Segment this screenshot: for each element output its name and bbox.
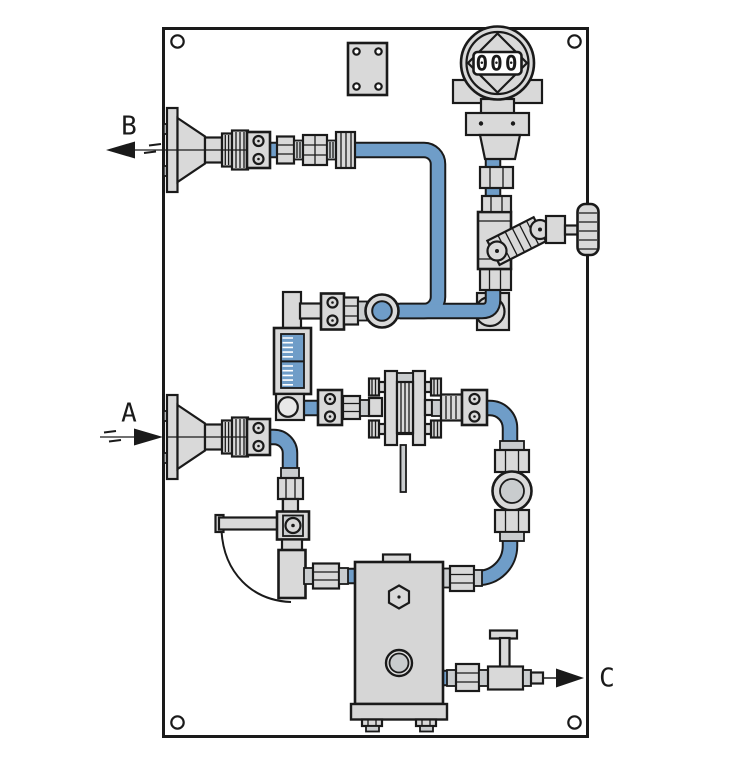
tube-tee-to-transmitter <box>366 160 500 318</box>
hex-adapter <box>478 133 522 161</box>
tee-body <box>277 548 307 600</box>
transmitter-display <box>472 50 523 76</box>
ball-valve <box>214 467 311 603</box>
tube-block-to-filter <box>437 401 517 585</box>
knurled-handle <box>576 202 600 257</box>
plate-hole <box>352 82 361 91</box>
manifold-screw <box>478 121 484 126</box>
hex-fitting <box>448 564 476 593</box>
block-foot <box>414 718 438 728</box>
hex-fitting <box>311 562 341 590</box>
hex-fitting <box>454 662 481 693</box>
hex-fitting <box>493 508 531 534</box>
block-base <box>349 702 449 721</box>
rotameter <box>272 326 313 422</box>
filter-bolt-nut <box>429 419 443 439</box>
transmitter-display-value: 000 <box>476 52 520 76</box>
pressure-transmitter: 000 <box>451 25 544 161</box>
panel-hole-br <box>567 715 582 730</box>
hex-fitting <box>342 296 360 326</box>
filter-bolt-nut <box>367 419 381 439</box>
block-body <box>353 560 445 706</box>
manifold <box>464 111 531 137</box>
flow-c: C <box>556 664 615 694</box>
filter-drain-stem <box>399 444 407 493</box>
rotameter-top-run <box>281 290 400 331</box>
label-port-c: C <box>599 664 615 694</box>
filter-flange <box>411 369 427 447</box>
needle-valve-upper <box>476 165 600 292</box>
hex-fitting <box>478 165 515 190</box>
flow-arrow-b <box>106 141 135 159</box>
sample-block <box>349 553 449 733</box>
plate-hole <box>374 82 383 91</box>
flow-arrow-c <box>556 668 584 688</box>
flow-a: A <box>100 399 246 446</box>
label-port-a: A <box>121 399 137 429</box>
outlet-valve-c <box>446 629 557 693</box>
ball-valve-handle <box>217 516 283 531</box>
label-port-b: B <box>121 112 137 142</box>
block-fittings <box>303 562 483 593</box>
filter-flange <box>383 369 399 447</box>
panel-hole-tr <box>567 34 582 49</box>
hex-fitting <box>493 448 531 474</box>
plate-hole <box>352 47 361 56</box>
valve-body <box>486 665 525 691</box>
mounting-plate <box>346 41 389 97</box>
hex-fitting <box>275 135 296 165</box>
line-break-mark <box>103 430 122 443</box>
plate-hole <box>374 47 383 56</box>
hex-fitting <box>276 476 305 501</box>
check-valve <box>491 440 533 542</box>
filter-bolt-nut <box>367 377 381 397</box>
hex-fitting <box>341 394 362 421</box>
panel-hole-bl <box>170 715 185 730</box>
manifold-screw <box>510 121 516 126</box>
flow-arrow-a <box>134 428 163 446</box>
rotameter-port <box>277 396 299 418</box>
tube-a-down <box>240 430 297 512</box>
panel-hole-tl <box>170 34 185 49</box>
membrane-filter-run <box>316 369 489 493</box>
line-break-mark <box>143 143 162 154</box>
flow-b: B <box>106 112 246 159</box>
hex-fitting <box>478 267 513 292</box>
filter-bolt-nut <box>429 377 443 397</box>
handle-swing-arc <box>220 530 292 603</box>
block-foot <box>360 718 384 728</box>
